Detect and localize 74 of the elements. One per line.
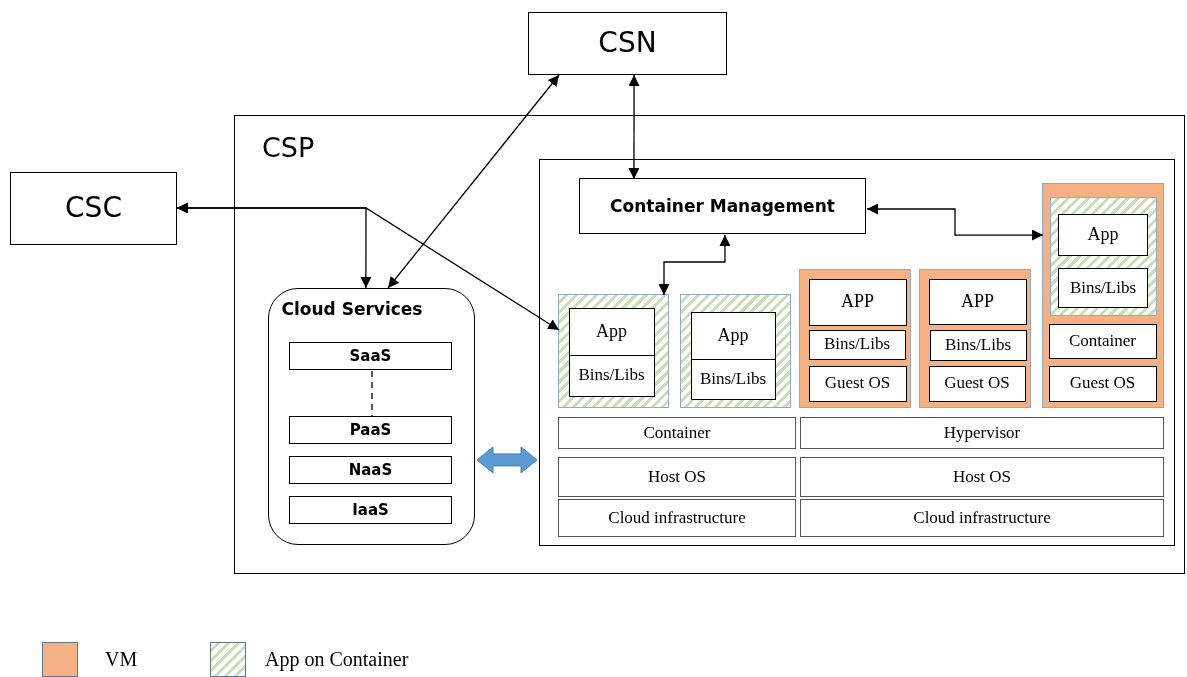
layer-box <box>558 457 796 497</box>
box-label: Bins/Libs <box>944 335 1012 355</box>
box-label: Bins/Libs <box>578 366 645 385</box>
process-box <box>1058 214 1148 256</box>
double-arrow <box>476 446 538 474</box>
service-group-box <box>267 287 475 545</box>
arrow <box>866 203 1044 241</box>
box-label: IaaS <box>352 501 389 519</box>
process-box <box>568 354 655 397</box>
box-label: Bins/Libs <box>699 369 767 389</box>
process-box <box>808 278 907 326</box>
box-label: Container <box>1068 331 1136 351</box>
process-box <box>568 307 655 357</box>
box-label: PaaS <box>349 421 392 439</box>
process-box <box>808 329 906 360</box>
process-box <box>808 365 907 402</box>
boundary-box <box>538 158 1175 546</box>
vm-panel <box>919 269 1031 408</box>
process-box <box>289 416 452 444</box>
layer-box <box>800 457 1164 497</box>
box-label: Container <box>643 423 711 443</box>
process-box <box>289 456 452 484</box>
process-box <box>928 278 1027 325</box>
box-label: CSN <box>598 28 657 59</box>
process-box <box>690 358 776 400</box>
process-box <box>10 172 177 245</box>
box-label: Host OS <box>647 467 707 487</box>
container-panel <box>680 294 791 408</box>
box-label: APP <box>961 291 994 312</box>
vm-panel <box>1042 183 1164 408</box>
process-box <box>929 329 1027 361</box>
process-box <box>1048 323 1157 359</box>
arrow <box>387 74 560 289</box>
layer-box <box>800 499 1164 537</box>
box-label: Cloud infrastructure <box>608 508 746 528</box>
boundary-box <box>234 115 1185 574</box>
legend-label: VM <box>105 648 138 671</box>
box-label: Host OS <box>952 467 1012 487</box>
group-heading: CSP <box>262 133 315 163</box>
arrow <box>628 74 640 180</box>
box-label: App <box>717 326 749 346</box>
box-label: Bins/Libs <box>823 335 891 354</box>
process-box <box>579 178 866 234</box>
box-label: Guest OS <box>1069 374 1136 393</box>
arrow <box>176 202 560 331</box>
box-label: Guest OS <box>944 374 1010 393</box>
box-label: SaaS <box>349 347 392 365</box>
box-label: App <box>1087 225 1119 245</box>
box-label: APP <box>841 292 874 312</box>
process-box <box>928 365 1026 402</box>
process-box <box>1048 365 1157 402</box>
layer-box <box>800 417 1164 449</box>
box-label: CSC <box>65 193 122 224</box>
box-label: Cloud infrastructure <box>913 508 1051 528</box>
box-label: NaaS <box>348 461 393 479</box>
legend-label: App on Container <box>265 648 409 671</box>
arrow <box>658 234 731 296</box>
process-box <box>690 311 776 361</box>
box-label: Hypervisor <box>943 423 1021 443</box>
process-box <box>289 342 452 370</box>
layer-box <box>558 417 796 449</box>
vm-panel <box>799 269 911 408</box>
container-panel <box>1049 196 1157 316</box>
box-label: Container Management <box>610 196 835 216</box>
box-label: Guest OS <box>824 374 891 393</box>
process-box <box>1058 268 1148 308</box>
process-box <box>528 12 727 75</box>
box-label: App <box>596 322 627 342</box>
connector-line <box>371 370 373 418</box>
box-label: Bins/Libs <box>1069 278 1137 298</box>
group-heading: Cloud Services <box>281 299 423 319</box>
container-panel <box>558 294 669 408</box>
process-box <box>289 496 452 524</box>
layer-box <box>558 499 796 537</box>
